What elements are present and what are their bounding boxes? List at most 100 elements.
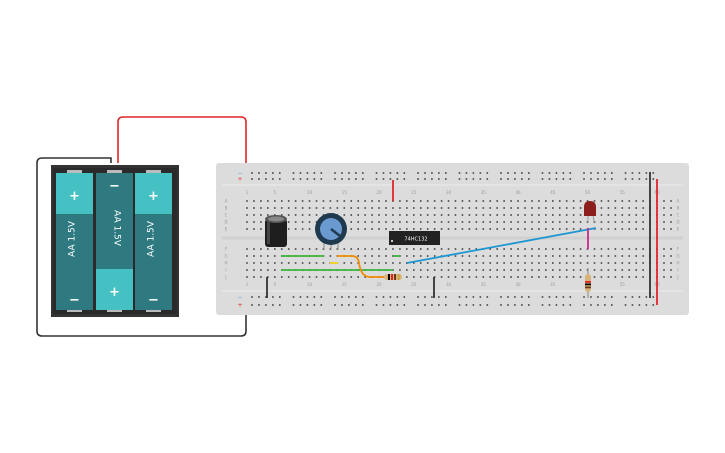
- breadboard-hole[interactable]: [642, 248, 644, 250]
- breadboard-hole[interactable]: [468, 269, 471, 271]
- rail-hole[interactable]: [445, 296, 447, 298]
- breadboard-hole[interactable]: [350, 276, 353, 278]
- breadboard-hole[interactable]: [413, 214, 415, 216]
- breadboard-hole[interactable]: [461, 255, 464, 257]
- breadboard-hole[interactable]: [531, 276, 533, 278]
- rail-hole[interactable]: [604, 296, 606, 298]
- breadboard-hole[interactable]: [419, 248, 422, 250]
- breadboard-hole[interactable]: [572, 214, 575, 216]
- breadboard-hole[interactable]: [413, 269, 415, 271]
- breadboard-hole[interactable]: [274, 269, 276, 271]
- rail-hole[interactable]: [272, 178, 274, 180]
- breadboard-hole[interactable]: [621, 207, 624, 209]
- breadboard-hole[interactable]: [600, 214, 603, 216]
- rail-hole[interactable]: [465, 304, 468, 306]
- breadboard-hole[interactable]: [663, 221, 665, 223]
- rail-hole[interactable]: [597, 178, 599, 180]
- breadboard-hole[interactable]: [621, 200, 624, 202]
- rail-hole[interactable]: [299, 304, 302, 306]
- rail-hole[interactable]: [583, 296, 585, 298]
- rail-hole[interactable]: [631, 296, 634, 298]
- rail-hole[interactable]: [548, 296, 551, 298]
- breadboard-hole[interactable]: [461, 276, 464, 278]
- breadboard-hole[interactable]: [572, 207, 575, 209]
- breadboard-hole[interactable]: [267, 248, 269, 250]
- breadboard-hole[interactable]: [406, 221, 408, 223]
- breadboard-hole[interactable]: [419, 228, 422, 230]
- breadboard-hole[interactable]: [350, 200, 353, 202]
- rail-hole[interactable]: [514, 296, 516, 298]
- breadboard-hole[interactable]: [496, 228, 498, 230]
- breadboard-hole[interactable]: [440, 248, 443, 250]
- breadboard-hole[interactable]: [260, 248, 262, 250]
- breadboard-hole[interactable]: [663, 228, 665, 230]
- breadboard-hole[interactable]: [385, 221, 387, 223]
- breadboard-hole[interactable]: [593, 221, 596, 223]
- breadboard-hole[interactable]: [579, 248, 582, 250]
- rail-hole[interactable]: [604, 304, 606, 306]
- breadboard-hole[interactable]: [440, 276, 443, 278]
- breadboard-hole[interactable]: [663, 207, 665, 209]
- breadboard-hole[interactable]: [614, 269, 617, 271]
- breadboard-hole[interactable]: [489, 200, 492, 202]
- breadboard-hole[interactable]: [440, 214, 443, 216]
- breadboard-hole[interactable]: [600, 255, 603, 257]
- rail-hole[interactable]: [638, 178, 641, 180]
- breadboard-hole[interactable]: [419, 207, 422, 209]
- breadboard-hole[interactable]: [253, 200, 255, 202]
- breadboard-hole[interactable]: [628, 248, 631, 250]
- rail-hole[interactable]: [382, 304, 385, 306]
- breadboard-hole[interactable]: [524, 228, 526, 230]
- breadboard-hole[interactable]: [642, 228, 644, 230]
- breadboard-hole[interactable]: [496, 255, 498, 257]
- breadboard-hole[interactable]: [433, 221, 436, 223]
- breadboard-hole[interactable]: [385, 200, 387, 202]
- breadboard-hole[interactable]: [413, 207, 415, 209]
- rail-hole[interactable]: [341, 178, 343, 180]
- rail-hole[interactable]: [382, 172, 385, 174]
- breadboard-hole[interactable]: [280, 276, 283, 278]
- rail-hole[interactable]: [313, 296, 316, 298]
- breadboard-hole[interactable]: [371, 221, 373, 223]
- rail-hole[interactable]: [645, 304, 648, 306]
- breadboard-hole[interactable]: [503, 207, 505, 209]
- rail-hole[interactable]: [334, 304, 336, 306]
- rail-hole[interactable]: [396, 178, 399, 180]
- breadboard-hole[interactable]: [670, 248, 672, 250]
- rail-hole[interactable]: [555, 178, 558, 180]
- rail-hole[interactable]: [417, 178, 419, 180]
- rail-hole[interactable]: [562, 178, 565, 180]
- breadboard-hole[interactable]: [274, 214, 276, 216]
- rail-hole[interactable]: [334, 172, 336, 174]
- breadboard-hole[interactable]: [621, 228, 624, 230]
- rail-hole[interactable]: [465, 172, 468, 174]
- breadboard-hole[interactable]: [635, 207, 637, 209]
- breadboard-hole[interactable]: [621, 255, 624, 257]
- breadboard-hole[interactable]: [329, 248, 332, 250]
- rail-hole[interactable]: [389, 172, 392, 174]
- breadboard-hole[interactable]: [253, 207, 255, 209]
- breadboard-hole[interactable]: [371, 255, 373, 257]
- breadboard-hole[interactable]: [426, 262, 429, 264]
- breadboard-hole[interactable]: [545, 214, 547, 216]
- breadboard-hole[interactable]: [413, 221, 415, 223]
- breadboard-hole[interactable]: [371, 262, 373, 264]
- rail-hole[interactable]: [631, 178, 634, 180]
- breadboard-hole[interactable]: [552, 207, 554, 209]
- rail-hole[interactable]: [396, 296, 399, 298]
- breadboard-hole[interactable]: [454, 276, 457, 278]
- breadboard-hole[interactable]: [510, 276, 512, 278]
- breadboard-hole[interactable]: [253, 269, 255, 271]
- breadboard-hole[interactable]: [246, 276, 248, 278]
- breadboard-hole[interactable]: [406, 269, 408, 271]
- rail-hole[interactable]: [258, 304, 260, 306]
- breadboard-hole[interactable]: [294, 221, 297, 223]
- breadboard-hole[interactable]: [406, 262, 408, 264]
- breadboard-hole[interactable]: [468, 221, 471, 223]
- breadboard-hole[interactable]: [607, 214, 610, 216]
- breadboard-hole[interactable]: [392, 255, 394, 257]
- rail-hole[interactable]: [445, 178, 447, 180]
- breadboard-hole[interactable]: [524, 207, 526, 209]
- ic-chip-74hc132[interactable]: 74HC132: [389, 231, 440, 245]
- breadboard-hole[interactable]: [392, 262, 394, 264]
